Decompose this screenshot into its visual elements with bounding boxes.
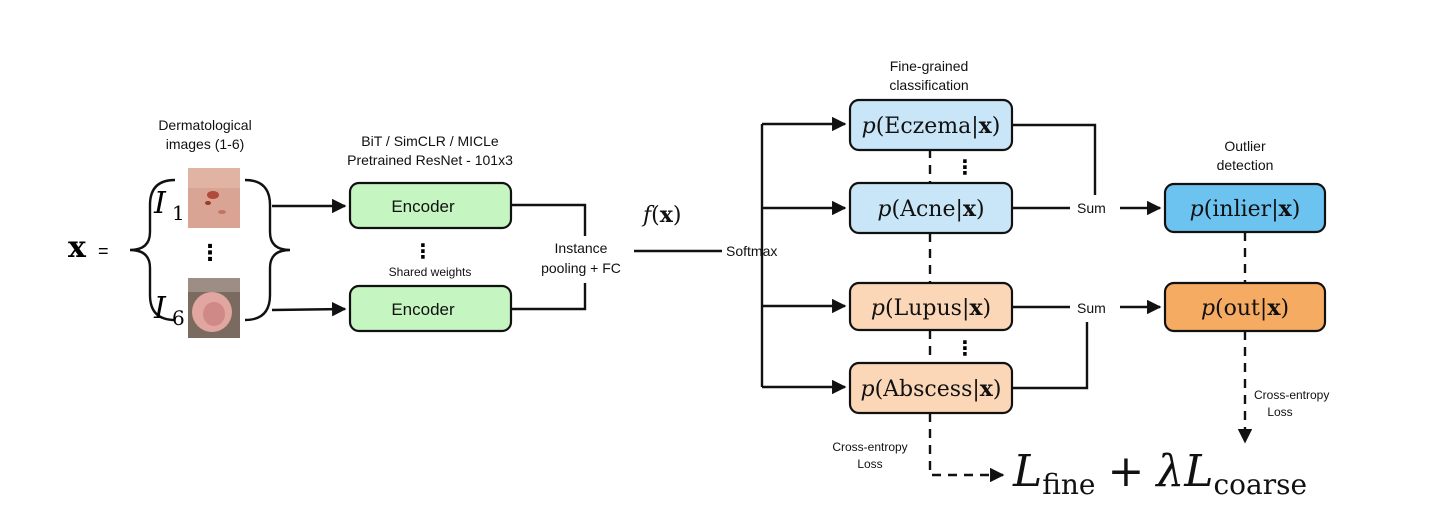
total-loss-formula: Lfine+λLcoarse (1012, 446, 1307, 501)
encoder-label-top: Encoder (391, 197, 455, 216)
encoder-ellipsis: ⋮ (413, 241, 433, 263)
encoder-bottom-to-pooling-line (511, 283, 587, 311)
image-index-first-sub: 1 (172, 201, 185, 225)
images-caption-line2: images (1-6) (166, 136, 245, 152)
fine-ellipsis-top: ⋮ (955, 157, 975, 179)
inlier-label: p(inlier|x) (1190, 196, 1301, 222)
left-brace (129, 178, 176, 322)
loss-left-line2: Loss (857, 457, 882, 471)
encoder-label-bottom: Encoder (391, 300, 455, 319)
sum-label-bottom: Sum (1077, 300, 1106, 316)
loss-right-line2: Loss (1267, 405, 1292, 419)
image-index-last-sub: 6 (172, 306, 185, 330)
image-index-last: I (153, 291, 167, 326)
class-label-eczema: p(Eczema|x) (862, 113, 1001, 139)
abscess-to-sum-line (1012, 322, 1089, 390)
loss-right-line1: Cross-entropy (1254, 388, 1329, 402)
softmax-label: Softmax (726, 243, 777, 259)
eczema-to-sum-line (1012, 123, 1097, 195)
skin-image-thumbnail-1 (188, 168, 240, 228)
input-equals: = (98, 241, 109, 261)
images-ellipsis: ⋮ (199, 240, 221, 265)
loss-left-line1: Cross-entropy (832, 440, 907, 454)
outlier-header-line1: Outlier (1224, 138, 1266, 154)
fine-header-line2: classification (889, 77, 968, 93)
outlier-header-line2: detection (1217, 157, 1274, 173)
input-x-symbol: x (68, 230, 87, 265)
class-label-lupus: p(Lupus|x) (871, 295, 991, 321)
fine-loss-dashed-arrow (928, 413, 1005, 483)
image-index-first: I (153, 186, 167, 221)
fine-ellipsis-bottom: ⋮ (955, 338, 975, 360)
encoder-header-line1: BiT / SimCLR / MICLe (361, 133, 499, 149)
right-brace (244, 178, 291, 322)
arrow-image6-to-encoder (271, 301, 347, 317)
shared-weights-label: Shared weights (389, 265, 472, 279)
skin-image-thumbnail-6 (188, 278, 240, 338)
fine-header-line1: Fine-grained (890, 58, 969, 74)
class-label-abscess: p(Abscess|x) (860, 376, 1001, 402)
sum-label-top: Sum (1077, 200, 1106, 216)
images-caption-line1: Dermatological (158, 117, 251, 133)
pooling-label-line2: pooling + FC (541, 260, 621, 276)
feature-f: f(x) (641, 202, 681, 228)
pooling-label-line1: Instance (555, 240, 608, 256)
out-label: p(out|x) (1201, 295, 1289, 321)
encoder-top-to-pooling-line (511, 203, 587, 236)
class-label-acne: p(Acne|x) (877, 196, 984, 222)
encoder-header-line2: Pretrained ResNet - 101x3 (347, 152, 513, 168)
